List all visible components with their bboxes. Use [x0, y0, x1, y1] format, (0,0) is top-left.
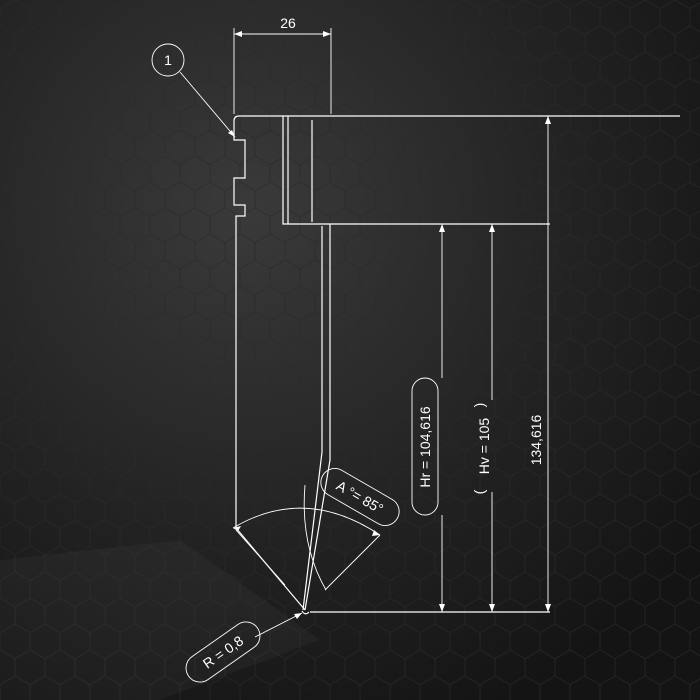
tool-outline: [233, 115, 680, 615]
hv-paren-open: (: [471, 489, 487, 494]
callout-number: 1: [164, 52, 172, 68]
total-height-label: 134,616: [528, 414, 544, 465]
hr-dimension: [411, 224, 445, 612]
hr-label: Hr = 104,616: [417, 406, 433, 488]
hv-dimension: [489, 224, 495, 612]
hv-paren-close: ): [471, 403, 487, 408]
width-dimension: [233, 28, 332, 114]
callout-1: [151, 43, 236, 138]
angle-arc: [232, 484, 381, 591]
total-height-dimension: [545, 116, 551, 612]
radius-callout: [254, 612, 303, 638]
width-dimension-label: 26: [280, 15, 296, 31]
hv-label: Hv = 105: [476, 418, 492, 475]
